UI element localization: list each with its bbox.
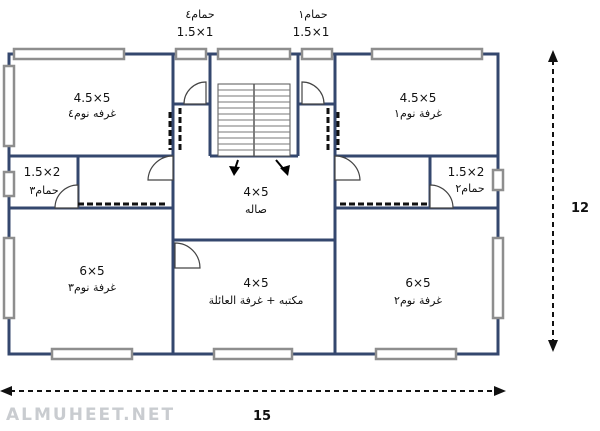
office-name: مكتبه + غرفة العائلة <box>209 294 304 307</box>
bath2-name: حمام٢ <box>455 182 484 195</box>
arrow-down-icon <box>548 340 558 352</box>
window <box>491 236 505 320</box>
width-label: 15 <box>253 409 271 424</box>
window <box>2 64 16 148</box>
window <box>300 47 334 61</box>
bath3-size: 1.5×2 <box>24 165 61 179</box>
windows <box>2 47 505 361</box>
depth-label: 12 <box>571 201 589 216</box>
bed4-size: 4.5×5 <box>74 91 111 105</box>
arrow-up-icon <box>548 50 558 62</box>
door <box>183 81 207 105</box>
window <box>2 170 16 198</box>
window <box>2 236 16 320</box>
window <box>370 47 484 61</box>
bath2-size: 1.5×2 <box>448 165 485 179</box>
arrow-right-icon <box>494 386 506 396</box>
bed3-name: غرفة نوم٣ <box>68 281 116 294</box>
doors <box>54 81 454 269</box>
bath1-name: حمام١ <box>298 8 327 21</box>
bed1-name: غرفة نوم١ <box>394 107 442 120</box>
window <box>374 347 458 361</box>
bed2-name: غرفة نوم٢ <box>394 294 442 307</box>
arrow-left-icon <box>0 386 12 396</box>
hall-size: 4×5 <box>243 185 268 199</box>
door <box>174 242 201 269</box>
bed2-size: 6×5 <box>405 276 430 290</box>
bath1-size: 1.5×1 <box>293 25 330 39</box>
bath4-name: حمام٤ <box>185 8 214 21</box>
window <box>212 347 294 361</box>
door <box>429 184 454 209</box>
bath4-size: 1.5×1 <box>177 25 214 39</box>
dimension-depth: 12 <box>548 50 589 352</box>
hall-name: صاله <box>245 203 267 216</box>
window <box>50 347 134 361</box>
staircase <box>217 83 291 176</box>
window <box>491 168 505 192</box>
bed1-size: 4.5×5 <box>400 91 437 105</box>
bed4-name: غرفه نوم٤ <box>68 107 116 120</box>
door <box>147 155 174 181</box>
watermark: ALMUHEET.NET <box>6 405 175 425</box>
bed3-size: 6×5 <box>79 264 104 278</box>
door <box>334 155 361 181</box>
stair-arrow <box>280 165 290 176</box>
bath3-name: حمام٣ <box>29 184 58 197</box>
stair-arrow <box>229 166 240 176</box>
window <box>216 47 292 61</box>
door <box>54 184 79 209</box>
window <box>174 47 208 61</box>
room-labels: حمام٤ 1.5×1 حمام١ 1.5×1 4.5×5 غرفه نوم٤ … <box>24 8 485 307</box>
wardrobes <box>78 108 430 206</box>
office-size: 4×5 <box>243 276 268 290</box>
dimension-width: 15 <box>0 386 506 424</box>
window <box>12 47 126 61</box>
door <box>301 81 325 105</box>
